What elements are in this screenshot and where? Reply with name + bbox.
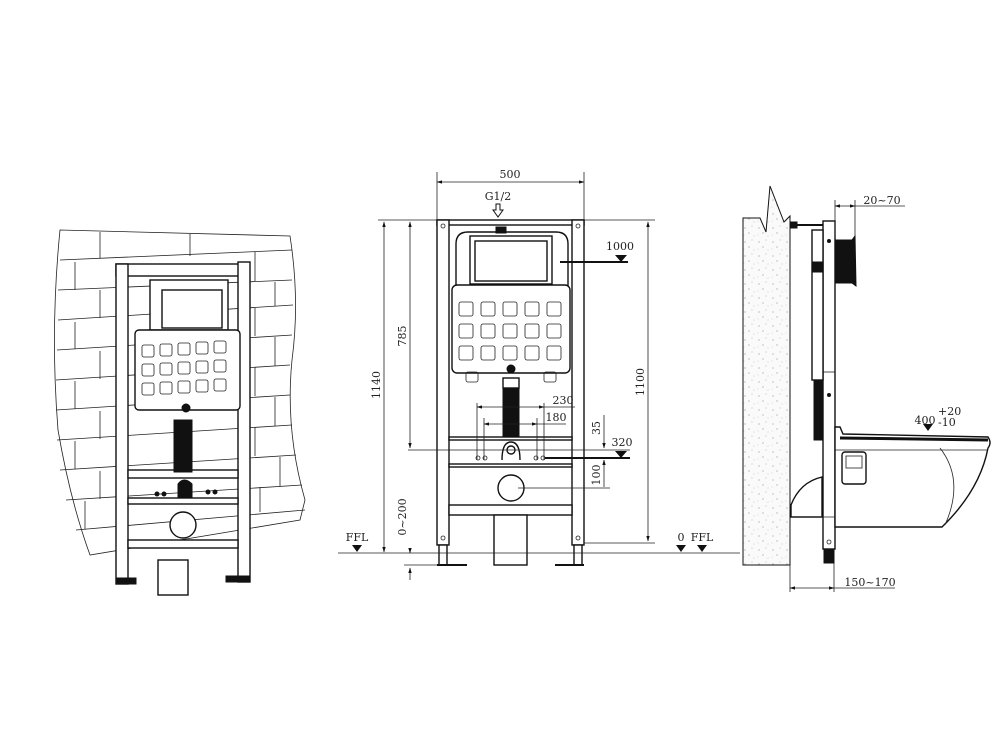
brick-wall [54,229,306,556]
inlet-arrow-icon [492,203,504,218]
dim-seat-height: 400 [915,414,936,427]
dim-plate-depth: 20~70 [863,194,900,207]
dim-180: 180 [546,411,567,424]
level-marker-icon [615,451,627,458]
dim-100: 100 [590,465,603,486]
ffl-right-label: FFL [691,531,714,544]
side-view: 20~70 400 +20 -10 150~170 [742,185,991,592]
dim-1100: 1100 [634,368,647,396]
dim-230: 230 [553,394,574,407]
ffl-left-label: FFL [346,531,369,544]
dim-785: 785 [396,326,409,347]
dim-seat-tol-minus: -10 [938,416,956,429]
level-marker-icon [615,255,627,262]
dim-1000: 1000 [606,240,634,253]
dim-320: 320 [612,436,633,449]
zero-label: 0 [678,531,685,544]
ffl-right-marker-icon [697,545,707,552]
wall-hung-toilet [834,426,991,528]
dim-width: 500 [500,168,521,181]
front-view: 500 G1/2 [338,168,740,580]
dim-1140: 1140 [370,371,383,399]
zero-marker-icon [676,545,686,552]
perspective-view [54,229,306,596]
perspective-frame [115,261,251,596]
dim-seat-tol-plus: +20 [938,405,961,418]
dim-wall-depth: 150~170 [844,576,895,589]
concrete-wall [742,185,791,566]
ffl-left-marker-icon [352,545,362,552]
dim-leg-adjust: 0~200 [396,498,409,535]
dim-water-inlet: G1/2 [485,190,512,203]
dim-35: 35 [590,421,603,435]
level-marker-icon [923,424,933,431]
